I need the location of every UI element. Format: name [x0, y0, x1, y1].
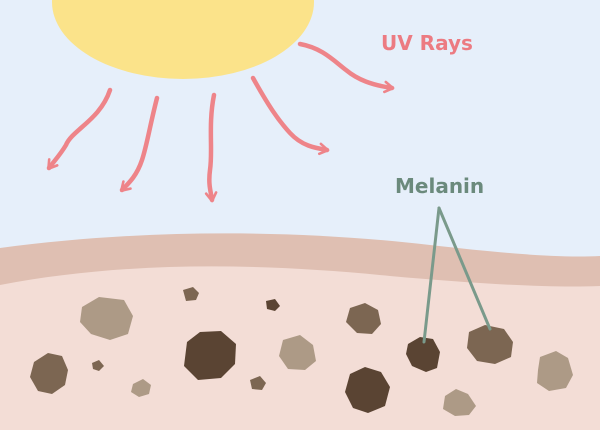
pointer-line	[422, 206, 441, 344]
melanin-granule	[346, 303, 381, 334]
melanin-granules	[30, 287, 573, 416]
melanin-granule	[537, 351, 573, 391]
melanin-label: Melanin	[395, 174, 485, 198]
melanin-pointer-lines	[422, 206, 492, 344]
melanin-granule	[92, 360, 104, 371]
uv-ray-arrow	[119, 95, 160, 193]
sun-icon	[52, 0, 314, 79]
melanin-granule	[467, 325, 513, 364]
melanin-granule	[266, 299, 280, 311]
melanin-granule	[443, 389, 476, 416]
melanin-granule	[406, 337, 440, 372]
melanin-granule	[30, 353, 68, 394]
uv-ray-arrow	[250, 75, 330, 156]
melanin-granule	[345, 367, 390, 413]
melanin-granule	[183, 287, 199, 301]
melanin-granule	[279, 335, 316, 370]
uv-ray-arrow	[297, 41, 395, 94]
uv-rays-group	[46, 41, 395, 203]
melanin-granule	[184, 331, 236, 380]
uv-rays-label: UV Rays	[381, 31, 473, 55]
pointer-line	[437, 206, 492, 331]
uv-ray-arrow	[204, 92, 218, 203]
uv-ray-arrow	[46, 87, 113, 171]
melanin-granule	[250, 376, 266, 390]
melanin-granule	[80, 297, 133, 340]
melanin-granule	[131, 379, 151, 397]
